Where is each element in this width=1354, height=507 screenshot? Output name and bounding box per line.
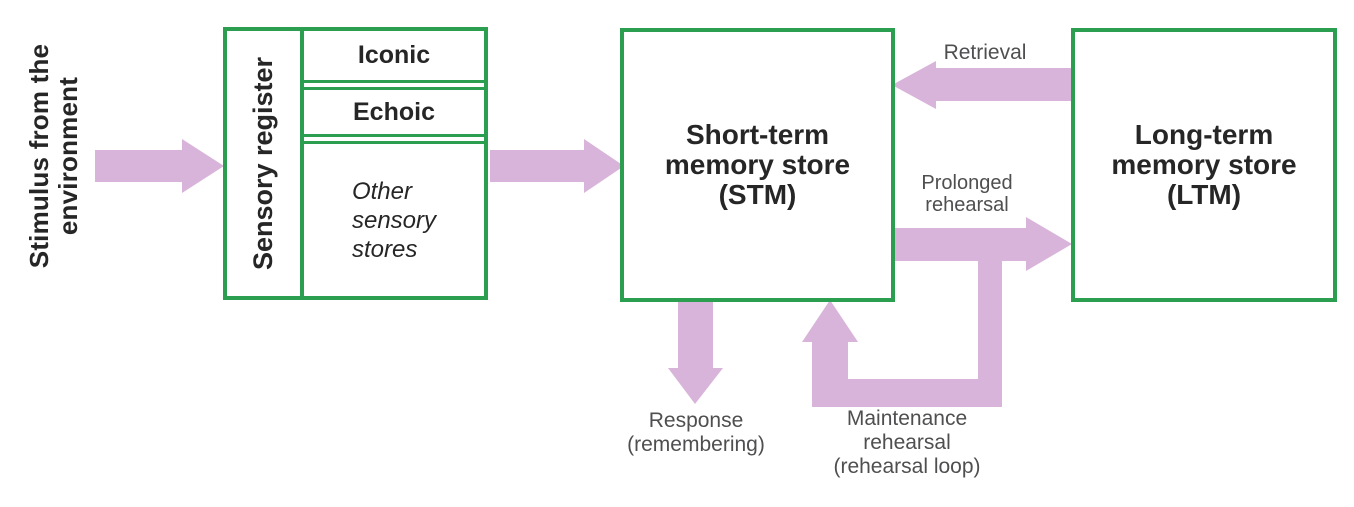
maintenance-rehearsal-loop-arrow xyxy=(802,259,1002,407)
stm-label-line1: Short-term xyxy=(685,119,830,150)
stimulus-label-line2: environment xyxy=(53,76,83,236)
other-sensory-stores-cell: Other sensory stores xyxy=(304,141,484,296)
retrieval-arrow xyxy=(892,61,1073,109)
iconic-cell: Iconic xyxy=(304,31,484,83)
other-sensory-stores-label: Other sensory stores xyxy=(351,177,437,263)
iconic-label: Iconic xyxy=(357,41,431,69)
maintenance-rehearsal-label: Maintenance rehearsal (rehearsal loop) xyxy=(833,407,981,478)
prolonged-rehearsal-label: Prolonged rehearsal xyxy=(921,172,1013,216)
echoic-label: Echoic xyxy=(353,97,435,126)
sensory-register-box: Sensory register Iconic Echoic Other sen… xyxy=(223,27,488,300)
ltm-box: Long-term memory store (LTM) xyxy=(1071,28,1337,302)
stimulus-label-line1: Stimulus from the xyxy=(24,43,54,269)
sensory-to-stm-arrow xyxy=(490,139,624,193)
echoic-cell: Echoic xyxy=(304,87,484,137)
stm-label-line3: (STM) xyxy=(718,179,797,210)
ltm-label-line2: memory store xyxy=(1111,149,1297,180)
stimulus-label: Stimulus from the environment xyxy=(24,11,85,301)
sensory-register-label: Sensory register xyxy=(248,56,279,271)
prolonged-rehearsal-arrow xyxy=(895,217,1072,271)
stm-label-line2: memory store xyxy=(664,149,851,180)
retrieval-label: Retrieval xyxy=(943,41,1027,64)
response-label: Response (remembering) xyxy=(627,409,765,456)
response-arrow xyxy=(668,298,723,404)
sensory-register-label-cell: Sensory register xyxy=(227,31,304,296)
ltm-label-line1: Long-term xyxy=(1134,119,1274,150)
sensory-register-sub-stores: Iconic Echoic Other sensory stores xyxy=(304,31,484,296)
stimulus-to-sensory-arrow xyxy=(95,139,224,193)
ltm-label-line3: (LTM) xyxy=(1166,179,1242,210)
stm-box: Short-term memory store (STM) xyxy=(620,28,895,302)
